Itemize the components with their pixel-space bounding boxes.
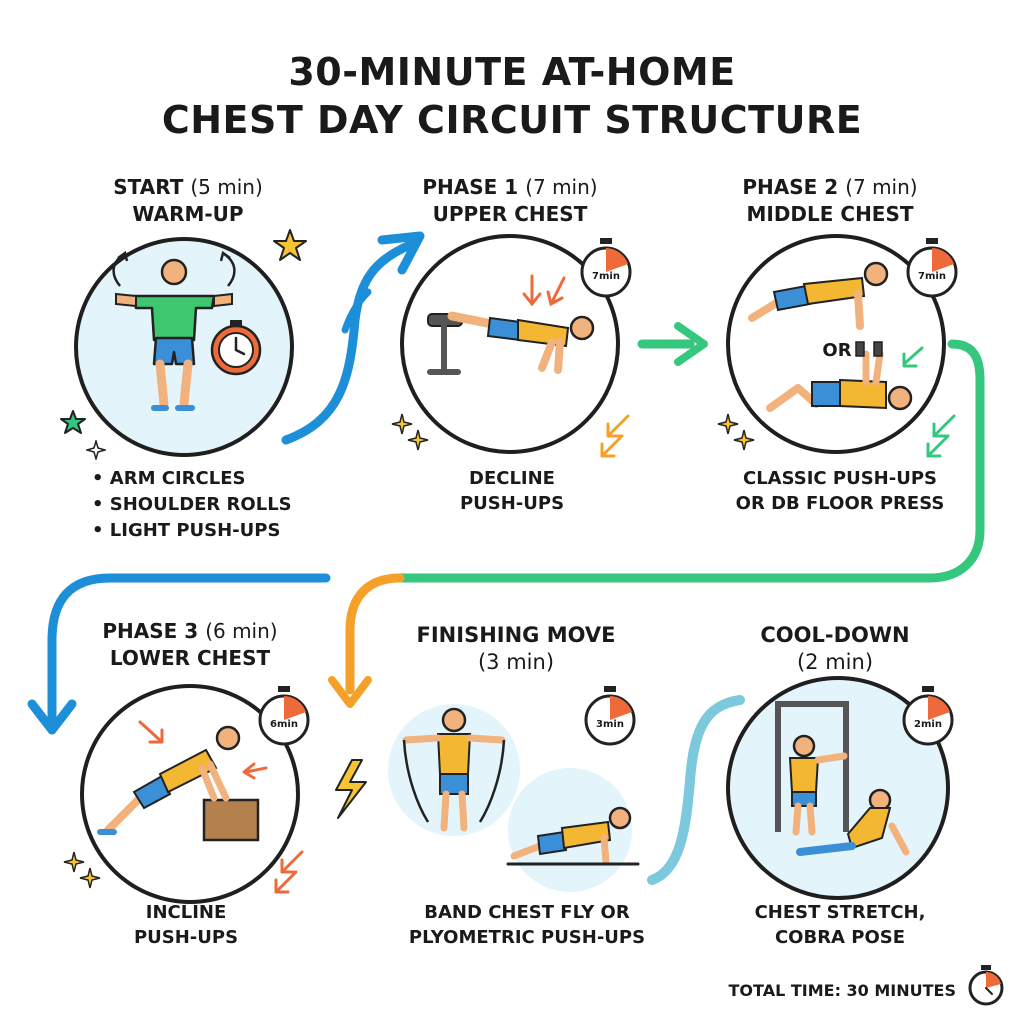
phase3-timer-label: 6min bbox=[270, 719, 298, 730]
flow-line-to-cooldown bbox=[647, 695, 745, 885]
finishing-duration: (3 min) bbox=[477, 650, 555, 674]
phase3-caption-line2: PUSH-UPS bbox=[133, 927, 239, 948]
phase3-duration: (6 min) bbox=[205, 619, 278, 643]
phase2-header: PHASE 2 (7 min) MIDDLE CHEST bbox=[720, 174, 940, 228]
cooldown-caption-line1: CHEST STRETCH, bbox=[754, 902, 926, 923]
phase1-label: PHASE 1 bbox=[422, 175, 519, 199]
flow-arrow-phase1-to-phase2-head bbox=[674, 322, 708, 366]
cooldown-timer-label: 2min bbox=[914, 719, 942, 730]
phase3-name: LOWER CHEST bbox=[109, 646, 271, 670]
cooldown-illustration bbox=[726, 676, 950, 900]
doorway bbox=[775, 701, 849, 832]
upward-arrows-icon bbox=[926, 414, 956, 458]
cooldown-duration: (2 min) bbox=[796, 650, 874, 674]
phase3-header: PHASE 3 (6 min) LOWER CHEST bbox=[80, 618, 300, 672]
phase1-name: UPPER CHEST bbox=[432, 202, 588, 226]
phase1-caption-line2: PUSH-UPS bbox=[459, 493, 565, 514]
phase3-caption-line1: INCLINE bbox=[145, 902, 227, 923]
warmup-exercise-list: ARM CIRCLES SHOULDER ROLLS LIGHT PUSH-UP… bbox=[92, 466, 292, 544]
title-line-2: CHEST DAY CIRCUIT STRUCTURE bbox=[161, 98, 863, 142]
phase1-caption: DECLINE PUSH-UPS bbox=[412, 466, 612, 516]
star-icon-green bbox=[60, 410, 86, 434]
flow-arrow-to-phase3-head bbox=[27, 699, 77, 735]
flow-arrow-warmup-to-phase1-secondary bbox=[341, 288, 372, 334]
warmup-name: WARM-UP bbox=[132, 202, 244, 226]
flow-arrow-to-finishing-head bbox=[328, 676, 372, 708]
phase1-header: PHASE 1 (7 min) UPPER CHEST bbox=[400, 174, 620, 228]
phase2-timer-label: 7min bbox=[918, 271, 946, 282]
finishing-timer-icon bbox=[584, 686, 636, 746]
phase3-illustration bbox=[80, 684, 300, 904]
finishing-timer-label: 3min bbox=[596, 719, 624, 730]
finishing-caption: BAND CHEST FLY OR PLYOMETRIC PUSH-UPS bbox=[392, 900, 662, 950]
cooldown-timer-icon bbox=[902, 686, 954, 746]
finishing-illustration bbox=[388, 704, 640, 892]
list-item: SHOULDER ROLLS bbox=[92, 492, 292, 518]
phase1-caption-line1: DECLINE bbox=[469, 468, 555, 489]
warmup-person-head bbox=[160, 258, 188, 286]
star-icon bbox=[273, 229, 307, 261]
phase1-timer-icon bbox=[580, 238, 632, 298]
cooldown-caption: CHEST STRETCH, COBRA POSE bbox=[720, 900, 960, 950]
finishing-header: FINISHING MOVE (3 min) bbox=[386, 622, 646, 676]
phase2-caption-line1: CLASSIC PUSH-UPS bbox=[743, 468, 937, 489]
phase2-illustration bbox=[726, 234, 946, 454]
cooldown-label: COOL-DOWN bbox=[760, 623, 910, 647]
stopwatch-icon bbox=[210, 320, 262, 376]
phase1-illustration bbox=[400, 234, 620, 454]
list-item: LIGHT PUSH-UPS bbox=[92, 518, 292, 544]
finishing-caption-line2: PLYOMETRIC PUSH-UPS bbox=[408, 927, 646, 948]
flow-arrow-to-phase3 bbox=[47, 573, 331, 725]
flow-line-phase2-to-row2 bbox=[395, 339, 985, 583]
list-item: ARM CIRCLES bbox=[92, 466, 292, 492]
finishing-label: FINISHING MOVE bbox=[416, 623, 616, 647]
phase2-label: PHASE 2 bbox=[742, 175, 839, 199]
sparkle-icon bbox=[717, 413, 755, 451]
stopwatch-icon bbox=[968, 965, 1004, 1006]
phase3-label: PHASE 3 bbox=[102, 619, 199, 643]
sparkle-icon bbox=[63, 851, 101, 889]
phase3-timer-icon bbox=[258, 686, 310, 746]
upward-arrows-icon bbox=[274, 850, 304, 894]
cooldown-caption-line2: COBRA POSE bbox=[774, 927, 906, 948]
flow-arrow-warmup-to-phase1-head bbox=[377, 231, 425, 275]
resistance-band bbox=[402, 739, 506, 823]
phase2-caption-line2: OR DB FLOOR PRESS bbox=[735, 493, 945, 514]
page-title: 30-MINUTE AT-HOME CHEST DAY CIRCUIT STRU… bbox=[0, 48, 1024, 144]
warmup-header: START (5 min) WARM-UP bbox=[88, 174, 288, 228]
phase1-duration: (7 min) bbox=[525, 175, 598, 199]
phase2-or-separator: OR bbox=[822, 340, 852, 361]
phase2-duration: (7 min) bbox=[845, 175, 918, 199]
phase2-name: MIDDLE CHEST bbox=[746, 202, 914, 226]
warmup-illustration bbox=[74, 237, 294, 457]
phase2-timer-icon bbox=[906, 238, 958, 298]
dumbbell-icon bbox=[855, 341, 883, 357]
warmup-label: START bbox=[113, 175, 184, 199]
cooldown-header: COOL-DOWN (2 min) bbox=[720, 622, 950, 676]
phase2-caption: CLASSIC PUSH-UPS OR DB FLOOR PRESS bbox=[720, 466, 960, 516]
lightning-icon bbox=[335, 759, 367, 819]
sparkle-icon bbox=[391, 413, 429, 451]
total-time-label: TOTAL TIME: 30 MINUTES bbox=[728, 981, 956, 1000]
finishing-caption-line1: BAND CHEST FLY OR bbox=[424, 902, 630, 923]
flow-arrow-warmup-to-phase1 bbox=[281, 240, 415, 445]
flow-arrow-to-finishing bbox=[345, 573, 405, 695]
upward-arrows-icon bbox=[600, 414, 630, 458]
phase1-timer-label: 7min bbox=[592, 271, 620, 282]
title-line-1: 30-MINUTE AT-HOME bbox=[288, 50, 736, 94]
phase3-caption: INCLINE PUSH-UPS bbox=[86, 900, 286, 950]
warmup-duration: (5 min) bbox=[190, 175, 263, 199]
sparkle-icon bbox=[86, 440, 106, 460]
